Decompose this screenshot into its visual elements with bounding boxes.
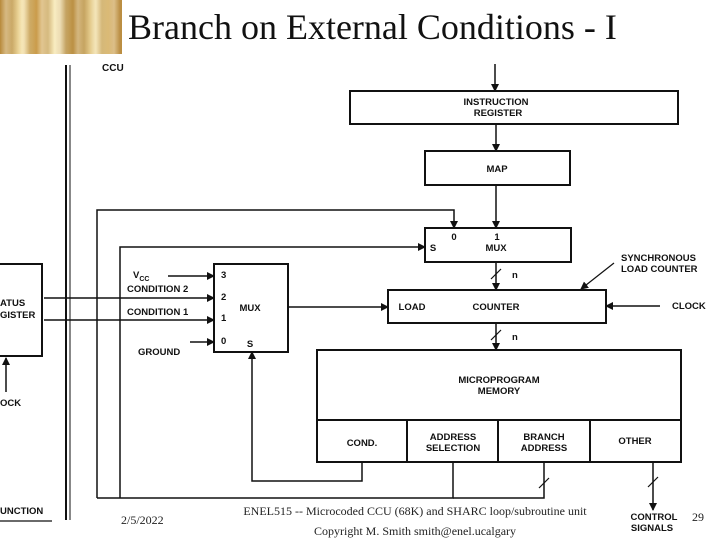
slide-title: Branch on External Conditions - I: [128, 7, 617, 47]
bus-slash-1: [490, 268, 502, 280]
clock-fragment-label: OCK: [0, 398, 21, 409]
top-mux-label: MUX: [485, 243, 507, 254]
bus-slash-4: [647, 476, 659, 488]
field-branch-address-1: BRANCH: [523, 432, 564, 443]
bus-slash-3: [538, 477, 550, 489]
instruction-register-label-2: REGISTER: [474, 108, 523, 119]
top-mux-input0: 0: [451, 232, 456, 243]
cond-mux-input0: 0: [221, 336, 226, 347]
field-address-selection-2: SELECTION: [426, 443, 481, 454]
status-register-label-2: GISTER: [0, 310, 36, 321]
field-address-selection-1: ADDRESS: [430, 432, 476, 443]
instruction-register-box: [349, 90, 679, 125]
load-label: LOAD: [399, 302, 426, 313]
control-signals-label-2: SIGNALS: [631, 523, 673, 534]
cond-mux-input1: 1: [221, 313, 227, 324]
ground-label: GROUND: [138, 347, 180, 358]
instruction-register-label-1: INSTRUCTION: [464, 97, 529, 108]
cond-mux-select: S: [247, 339, 253, 350]
condition1-label: CONDITION 1: [127, 307, 189, 318]
field-cond: COND.: [347, 438, 378, 449]
microprogram-memory-label-2: MEMORY: [478, 386, 521, 397]
function-fragment-label: UNCTION: [0, 506, 43, 517]
bus-width-label-2: n: [512, 332, 518, 343]
cond-mux-input2: 2: [221, 292, 226, 303]
footer-date: 2/5/2022: [121, 513, 164, 527]
field-branch-address-2: ADDRESS: [521, 443, 567, 454]
condition2-label: CONDITION 2: [127, 284, 188, 295]
page-number: 29: [692, 510, 704, 524]
microprogram-memory-label-1: MICROPROGRAM: [458, 375, 539, 386]
cond-field-to-mux-select: [248, 351, 363, 482]
top-mux-select-line: [119, 243, 426, 498]
clock-label: CLOCK: [672, 301, 706, 312]
counter-label: COUNTER: [473, 302, 520, 313]
address-selection-feedback: [120, 462, 454, 499]
title-decoration: [0, 0, 122, 54]
branch-address-feedback-line: [96, 209, 458, 498]
field-other: OTHER: [618, 436, 651, 447]
cond-mux-input3: 3: [221, 270, 226, 281]
map-box: [424, 150, 571, 186]
top-mux-input1: 1: [494, 232, 500, 243]
footer-credit-line1: ENEL515 -- Microcoded CCU (68K) and SHAR…: [243, 504, 587, 518]
bus-slash-2: [490, 329, 502, 341]
cond-mux-label: MUX: [239, 303, 261, 314]
sync-counter-pointer: [580, 262, 615, 290]
footer-credit: ENEL515 -- Microcoded CCU (68K) and SHAR…: [205, 501, 625, 541]
footer-credit-line2: Copyright M. Smith smith@enel.ucalgary: [313, 524, 517, 538]
bus-width-label-1: n: [512, 270, 518, 281]
sync-counter-label-2: LOAD COUNTER: [621, 264, 698, 275]
vcc-label: VCC: [133, 270, 149, 283]
map-label: MAP: [486, 164, 508, 175]
sync-counter-label-1: SYNCHRONOUS: [621, 253, 696, 264]
top-mux-select: S: [430, 243, 436, 254]
control-signals-label-1: CONTROL: [631, 512, 678, 523]
ccu-label: CCU: [102, 63, 124, 74]
status-register-label-1: ATUS: [0, 298, 25, 309]
status-register-box: [0, 263, 43, 357]
branch-address-feedback: [453, 462, 545, 499]
